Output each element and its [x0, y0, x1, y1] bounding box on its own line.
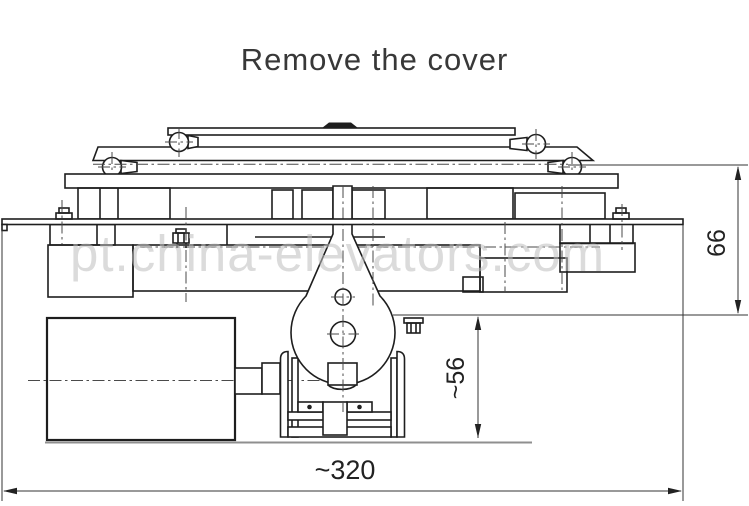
- cover-handle: [322, 122, 358, 128]
- hex-bolt-left: [172, 228, 190, 248]
- dim-56-label: ~56: [442, 357, 470, 399]
- shaft-coupling: [261, 362, 281, 395]
- hex-bolt-right: [403, 317, 424, 334]
- machine-body: [47, 222, 636, 298]
- pulley-yoke: [279, 350, 406, 438]
- motor-shaft: [234, 367, 263, 395]
- bolt-left: [55, 207, 73, 220]
- roller-top-left: [165, 127, 199, 157]
- dimension-66: 66: [393, 166, 748, 316]
- dimension-320: ~320: [1, 225, 684, 501]
- pulley-arm: [290, 185, 396, 412]
- dim-320-label: ~320: [315, 455, 376, 485]
- vertical-center-lines: [61, 186, 623, 308]
- dim-66-label: 66: [703, 229, 731, 257]
- upper-frame-plate: [91, 146, 596, 162]
- base-plate: [1, 218, 684, 232]
- bolt-right: [612, 207, 630, 220]
- horizontal-center-line: [93, 163, 748, 166]
- dimension-56: ~56: [442, 316, 482, 438]
- page-title: Remove the cover: [240, 42, 509, 77]
- roller-bottom-left: [98, 152, 138, 182]
- roller-bottom-right: [547, 152, 586, 186]
- roller-top-right: [509, 129, 550, 159]
- motor: [28, 316, 330, 442]
- cover-plate: [167, 122, 516, 136]
